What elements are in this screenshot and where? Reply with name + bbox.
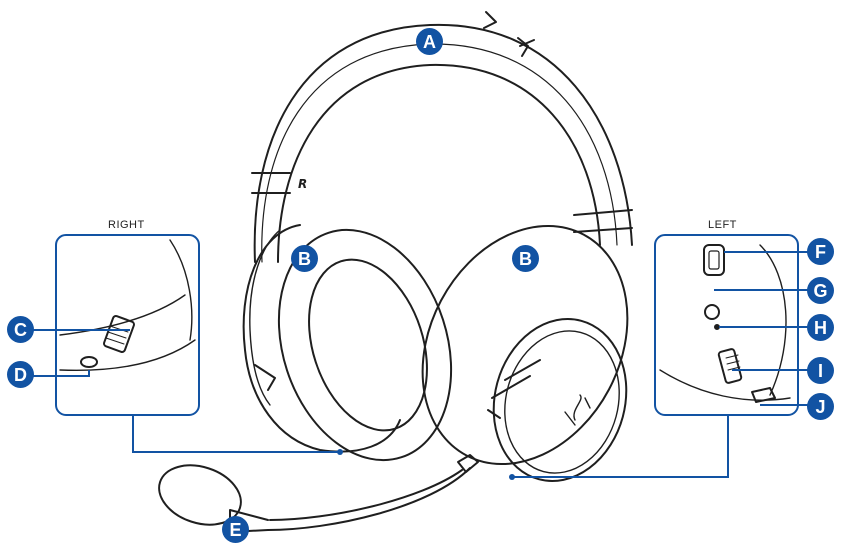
right-ear-cup	[242, 224, 453, 462]
microphone	[158, 454, 479, 533]
callout-j: J	[807, 393, 834, 420]
callout-e: E	[222, 516, 249, 543]
leader-dots	[337, 449, 515, 480]
headband: R	[251, 11, 633, 263]
svg-text:R: R	[298, 177, 307, 191]
leader-lines	[30, 251, 808, 478]
callout-b-left-cushion: B	[512, 245, 539, 272]
left-inset	[654, 234, 799, 416]
right-inset	[55, 234, 200, 416]
callout-b-right-cushion: B	[291, 245, 318, 272]
callout-h: H	[807, 314, 834, 341]
left-side-label: LEFT	[708, 219, 737, 231]
callout-a: A	[416, 28, 443, 55]
left-ear-cup	[421, 224, 629, 482]
callout-d: D	[7, 361, 34, 388]
callout-g: G	[807, 277, 834, 304]
right-side-label: RIGHT	[108, 219, 145, 231]
callout-i: I	[807, 357, 834, 384]
callout-f: F	[807, 238, 834, 265]
callout-c: C	[7, 316, 34, 343]
